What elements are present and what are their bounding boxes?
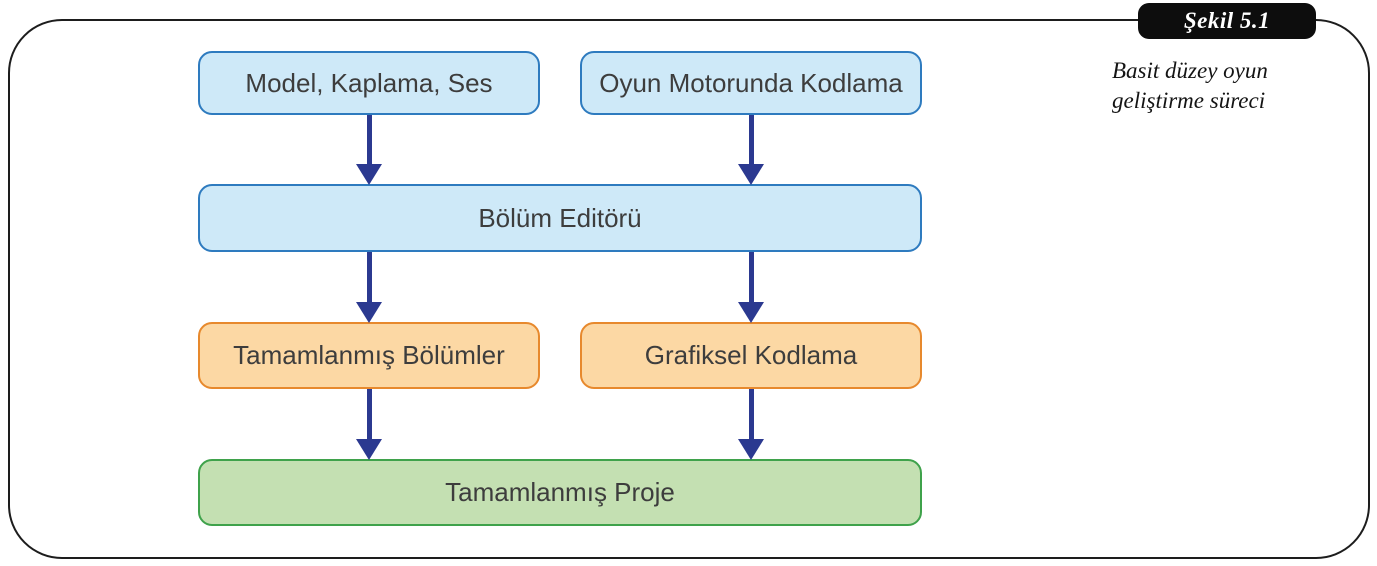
flow-arrow-editor-to-grafiksel [738, 252, 764, 323]
flow-node-label: Tamamlanmış Proje [445, 477, 675, 507]
flow-arrow-kodlama-to-editor [738, 115, 764, 185]
figure-frame [8, 19, 1370, 559]
arrow-head-icon [356, 439, 382, 460]
flow-node-tamamlanmis-bolumler: Tamamlanmış Bölümler [198, 322, 540, 389]
flow-node-label: Oyun Motorunda Kodlama [599, 67, 903, 98]
arrow-shaft [748, 252, 754, 302]
flow-node-oyun-motorunda-kodlama: Oyun Motorunda Kodlama [580, 51, 922, 115]
flow-node-grafiksel-kodlama: Grafiksel Kodlama [580, 322, 922, 389]
flow-node-bolum-editoru: Bölüm Editörü [198, 184, 922, 252]
arrow-head-icon [738, 439, 764, 460]
flow-node-label: Grafiksel Kodlama [644, 340, 858, 370]
figure-tag: Şekil 5.1 [1138, 3, 1316, 39]
arrow-shaft [366, 115, 372, 164]
flow-node-label: Model, Kaplama, Ses [245, 67, 493, 98]
flow-arrow-model-to-editor [356, 115, 382, 185]
flow-node-label: Tamamlanmış Bölümler [233, 340, 505, 370]
arrow-head-icon [356, 302, 382, 323]
flow-node-tamamlanmis-proje: Tamamlanmış Proje [198, 459, 922, 526]
arrow-shaft [366, 389, 372, 439]
flow-arrow-grafiksel-to-proje [738, 389, 764, 460]
arrow-shaft [748, 115, 754, 164]
flow-node-label: Bölüm Editörü [478, 202, 642, 233]
figure-caption: Basit düzey oyun geliştirme süreci [1112, 58, 1268, 113]
figure-tag-label: Şekil 5.1 [1183, 8, 1271, 33]
flow-node-model-kaplama-ses: Model, Kaplama, Ses [198, 51, 540, 115]
flow-arrow-bolumler-to-proje [356, 389, 382, 460]
arrow-shaft [748, 389, 754, 439]
arrow-head-icon [738, 164, 764, 185]
arrow-head-icon [738, 302, 764, 323]
arrow-shaft [366, 252, 372, 302]
arrow-head-icon [356, 164, 382, 185]
flow-arrow-editor-to-bolumler [356, 252, 382, 323]
